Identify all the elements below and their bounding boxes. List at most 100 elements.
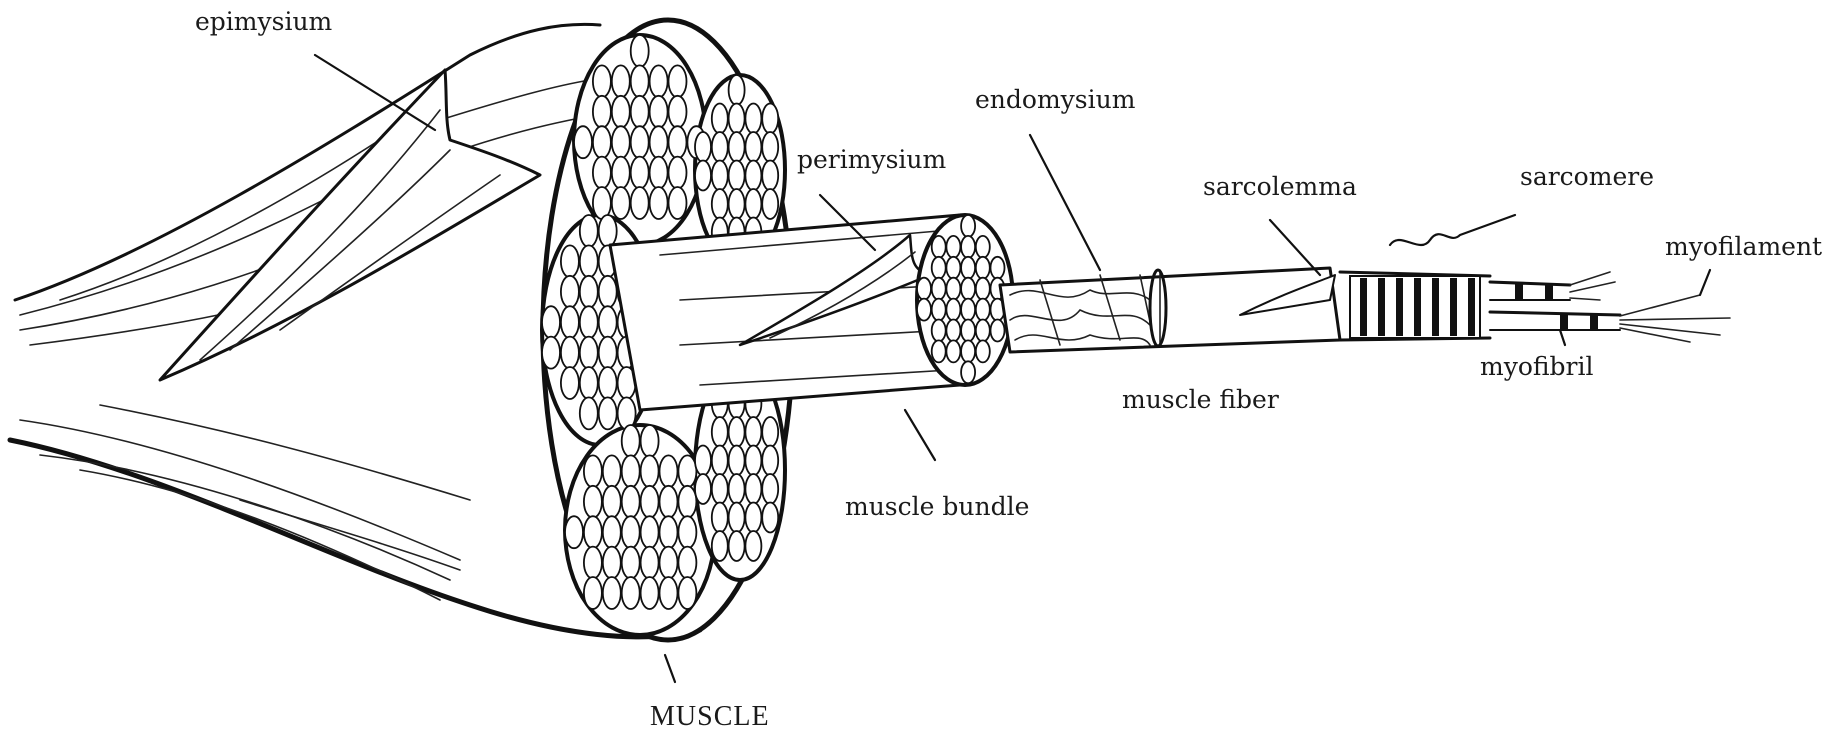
- fiber-cell: [712, 189, 728, 219]
- fiber-cell: [641, 486, 659, 518]
- fiber-cell: [695, 474, 711, 504]
- label-epimysium: epimysium: [195, 7, 333, 36]
- leader-muscle: [665, 655, 675, 682]
- fiber-cell: [631, 65, 649, 97]
- fiber-cell: [729, 417, 745, 447]
- leader-muscle-bundle: [905, 410, 935, 460]
- label-sarcomere: sarcomere: [1520, 162, 1654, 191]
- label-muscle: MUSCLE: [650, 701, 770, 732]
- fiber-cell: [650, 65, 668, 97]
- fiber-cell: [932, 236, 946, 258]
- fiber-cell: [695, 161, 711, 191]
- fiber-cell: [695, 446, 711, 476]
- fiber-cell: [580, 245, 598, 277]
- fiber-cell: [678, 577, 696, 609]
- fiber-cell: [745, 417, 761, 447]
- fiber-cell: [584, 516, 602, 548]
- fiber-cell: [622, 425, 640, 457]
- label-muscle-fiber: muscle fiber: [1122, 385, 1279, 414]
- fiber-cell: [932, 299, 946, 321]
- sarcomere-band: [1414, 278, 1421, 336]
- leader-myofibril: [1560, 330, 1565, 345]
- fiber-cell: [729, 75, 745, 105]
- fiber-cell: [762, 417, 778, 447]
- fiber-cell: [991, 257, 1005, 279]
- fiber-cell: [641, 516, 659, 548]
- fiber-cell: [678, 516, 696, 548]
- fiber-cell: [565, 516, 583, 548]
- fiber-cell: [961, 340, 975, 362]
- fiber-cell: [976, 236, 990, 258]
- fiber-cell: [976, 340, 990, 362]
- fiber-cell: [917, 299, 931, 321]
- fiber-cell: [631, 35, 649, 67]
- fiber-cell: [762, 503, 778, 533]
- fiber-cell: [603, 516, 621, 548]
- fiber-cell: [729, 531, 745, 561]
- fiber-cell: [991, 320, 1005, 342]
- fiber-cell: [961, 236, 975, 258]
- fiber-cell: [599, 276, 617, 308]
- fiber-cell: [712, 417, 728, 447]
- fiber-cell: [669, 65, 687, 97]
- fiber-cell: [946, 278, 960, 300]
- fiber-cell: [712, 104, 728, 134]
- fiber-cell: [976, 257, 990, 279]
- label-myofilament: myofilament: [1665, 232, 1822, 261]
- fiber-cell: [580, 397, 598, 429]
- fiber-cell: [561, 245, 579, 277]
- fiber-cell: [976, 320, 990, 342]
- fiber-cell: [745, 104, 761, 134]
- fiber-cell: [917, 278, 931, 300]
- fiber-cell: [932, 257, 946, 279]
- fiber-cell: [561, 367, 579, 399]
- fiber-cell: [561, 337, 579, 369]
- fiber-cell: [729, 132, 745, 162]
- epimysium-flap: [160, 70, 540, 380]
- fiber-cell: [961, 278, 975, 300]
- fiber-cell: [762, 474, 778, 504]
- fiber-cell: [612, 126, 630, 158]
- fiber-cell: [961, 361, 975, 383]
- fiber-cell: [660, 547, 678, 579]
- fiber-cell: [650, 96, 668, 128]
- fiber-cell: [745, 503, 761, 533]
- fiber-cell: [678, 486, 696, 518]
- fiber-cell: [745, 474, 761, 504]
- fiber-cell: [976, 299, 990, 321]
- fiber-cell: [729, 503, 745, 533]
- fiber-cell: [712, 446, 728, 476]
- label-perimysium: perimysium: [797, 145, 947, 174]
- fiber-cell: [932, 278, 946, 300]
- fiber-cell: [932, 340, 946, 362]
- fiber-cell: [631, 96, 649, 128]
- fiber-cell: [976, 278, 990, 300]
- fiber-cell: [593, 96, 611, 128]
- muscle-fiber-cylinder: [1000, 268, 1340, 352]
- fiber-cell: [603, 455, 621, 487]
- sarcomere-band: [1450, 278, 1457, 336]
- fiber-cell: [593, 126, 611, 158]
- sarcomere-band: [1396, 278, 1403, 336]
- fiber-cell: [641, 455, 659, 487]
- fiber-cell: [580, 337, 598, 369]
- fiber-cell: [580, 306, 598, 338]
- fiber-cell: [622, 577, 640, 609]
- fiber-cell: [762, 189, 778, 219]
- fiber-cell: [612, 157, 630, 189]
- fiber-cell: [622, 547, 640, 579]
- fiber-cell: [650, 126, 668, 158]
- fiber-cell: [762, 104, 778, 134]
- fiber-cell: [612, 187, 630, 219]
- fiber-cell: [961, 299, 975, 321]
- fiber-cell: [712, 132, 728, 162]
- fiber-cell: [745, 531, 761, 561]
- fiber-cell: [574, 126, 592, 158]
- fiber-cell: [599, 337, 617, 369]
- fiber-cell: [946, 340, 960, 362]
- fiber-cell: [712, 531, 728, 561]
- fiber-cell: [729, 474, 745, 504]
- fiber-cell: [593, 157, 611, 189]
- label-muscle-bundle: muscle bundle: [845, 492, 1029, 521]
- fiber-cell: [712, 474, 728, 504]
